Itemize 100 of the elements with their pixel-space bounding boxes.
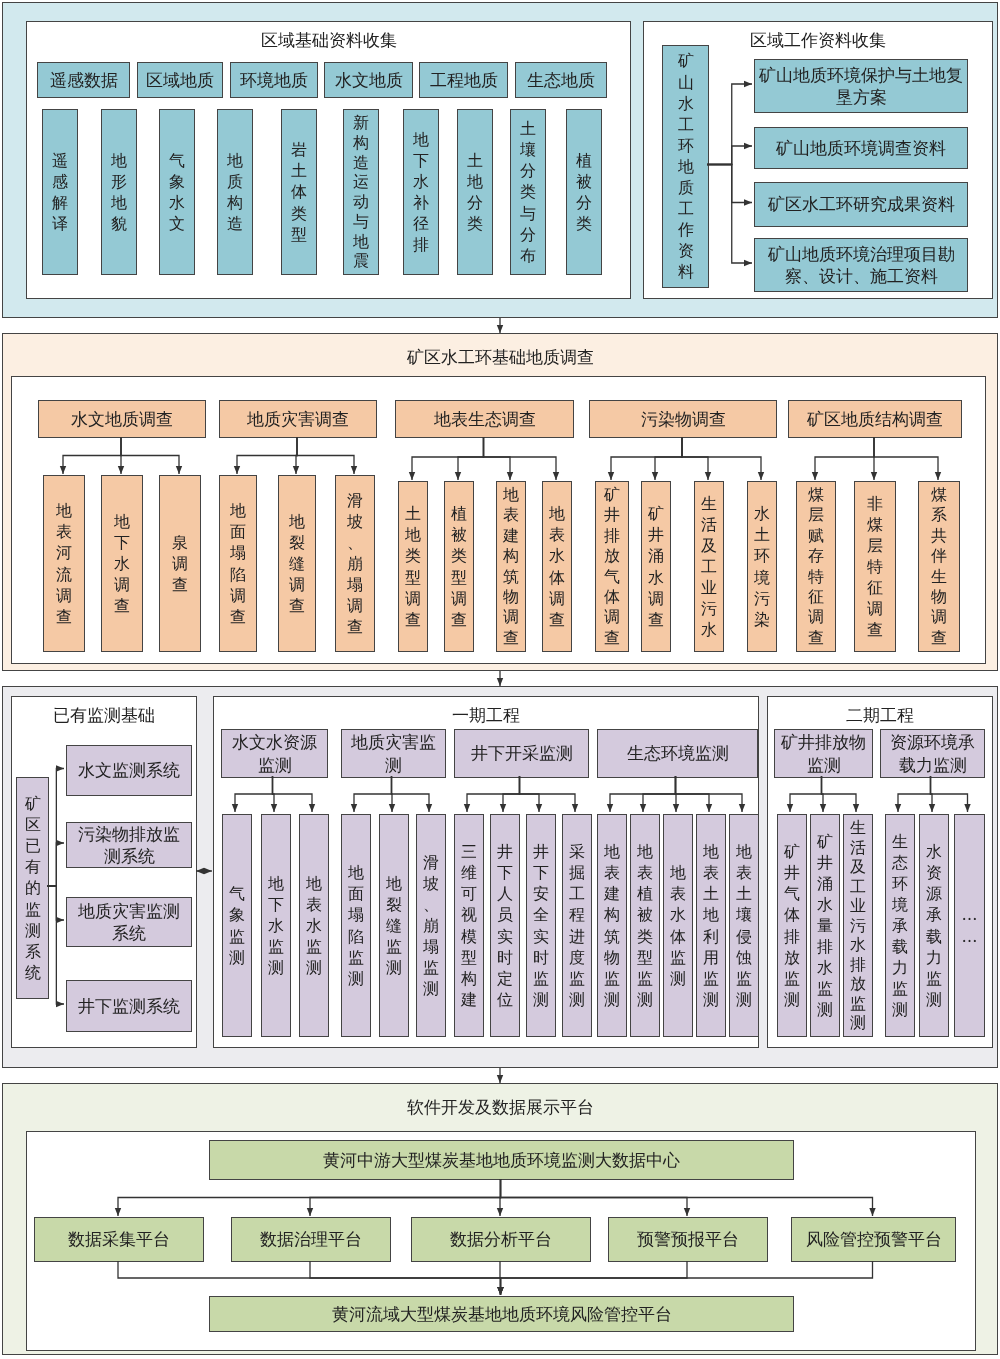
arrow bbox=[271, 775, 316, 813]
vertical-box: 地下水监测 bbox=[261, 814, 291, 1037]
process-box: 污染物调查 bbox=[589, 400, 777, 438]
process-box: 矿山地质环境治理项目勘察、设计、施工资料 bbox=[754, 238, 968, 292]
vertical-box: 矿井气体排放监测 bbox=[777, 814, 807, 1037]
process-box: 水文地质 bbox=[324, 62, 413, 98]
vertical-box: 地表水体监测 bbox=[663, 814, 693, 1037]
vertical-box: 矿山水工环地质工作资料 bbox=[662, 45, 709, 288]
panel bbox=[26, 21, 631, 299]
process-box: 生态环境监测 bbox=[597, 729, 758, 778]
arrow bbox=[497, 1260, 874, 1296]
vertical-box: 气象水文 bbox=[159, 109, 195, 275]
process-box: 地质灾害调查 bbox=[219, 400, 377, 438]
vertical-box: 生活及工业污水 bbox=[694, 481, 724, 652]
vertical-box: 植被类型调查 bbox=[444, 481, 474, 652]
vertical-box: 水资源承载力监测 bbox=[919, 814, 949, 1037]
vertical-box: 地表土壤侵蚀监测 bbox=[729, 814, 759, 1037]
section-band bbox=[2, 333, 998, 671]
vertical-box: 植被分类 bbox=[566, 109, 602, 275]
vertical-box: 地表水体调查 bbox=[542, 481, 572, 652]
vertical-box: 采掘工程进度监测 bbox=[562, 814, 592, 1037]
section-title: 矿区水工环基础地质调查 bbox=[406, 346, 594, 369]
vertical-box: 地面塌陷监测 bbox=[341, 814, 371, 1037]
panel-title: 一期工程 bbox=[452, 704, 520, 727]
process-box: 预警预报平台 bbox=[608, 1217, 768, 1262]
panel bbox=[643, 21, 993, 299]
vertical-box: 地面塌陷调查 bbox=[219, 475, 257, 652]
vertical-box: 生活及工业污水排放监测 bbox=[843, 814, 873, 1037]
vertical-box: 非煤层特征调查 bbox=[854, 481, 896, 652]
process-box: 地质灾害监测系统 bbox=[66, 897, 192, 947]
arrow bbox=[873, 436, 942, 481]
process-box: 矿山地质环境保护与土地复垦方案 bbox=[754, 59, 968, 113]
vertical-box: 气象监测 bbox=[222, 814, 252, 1037]
vertical-box: 矿区已有的监测系统 bbox=[16, 777, 49, 999]
process-box: 数据分析平台 bbox=[411, 1217, 591, 1262]
arrow bbox=[518, 775, 579, 813]
vertical-box: 煤系共伴生物调查 bbox=[918, 481, 960, 652]
process-box: 矿山地质环境调查资料 bbox=[754, 127, 968, 169]
vertical-box: 地表水监测 bbox=[299, 814, 329, 1037]
process-box: 矿区地质结构调查 bbox=[788, 400, 962, 438]
vertical-box: 矿井排放气体调查 bbox=[595, 481, 629, 652]
process-box: 数据采集平台 bbox=[34, 1217, 204, 1262]
panel bbox=[767, 696, 993, 1048]
process-box: 水文水资源监测 bbox=[221, 729, 328, 778]
double-arrow bbox=[195, 867, 213, 875]
process-box: 区域地质 bbox=[137, 62, 223, 98]
vertical-box: 新构造运动与地震 bbox=[343, 109, 379, 275]
vertical-box: 井下安全实时监测 bbox=[526, 814, 556, 1037]
vertical-box: 井下人员实时定位 bbox=[490, 814, 520, 1037]
arrow bbox=[296, 436, 358, 475]
arrow bbox=[496, 670, 504, 687]
process-box: 环境地质 bbox=[230, 62, 318, 98]
vertical-box: 地下水补径排 bbox=[403, 109, 439, 275]
section-band bbox=[2, 2, 998, 318]
vertical-box: 地形地貌 bbox=[101, 109, 137, 275]
arrow bbox=[496, 1067, 504, 1084]
vertical-box: 滑坡、崩塌监测 bbox=[416, 814, 446, 1037]
process-box: 黄河中游大型煤炭基地地质环境监测大数据中心 bbox=[209, 1140, 794, 1180]
vertical-box: 矿井涌水调查 bbox=[641, 481, 671, 652]
section-band bbox=[2, 1083, 998, 1355]
vertical-box: 土壤分类与分布 bbox=[510, 109, 546, 275]
vertical-box: 地下水调查 bbox=[101, 475, 143, 652]
vertical-box: 地质构造 bbox=[217, 109, 253, 275]
process-box: 地表生态调查 bbox=[395, 400, 574, 438]
vertical-box: 地表建构筑物调查 bbox=[496, 481, 526, 652]
arrow bbox=[499, 1178, 876, 1217]
process-box: 风险管控预警平台 bbox=[791, 1217, 956, 1262]
vertical-box: 地裂缝监测 bbox=[379, 814, 409, 1037]
arrow bbox=[820, 775, 860, 813]
panel-title: 区域工作资料收集 bbox=[750, 29, 886, 52]
arrow bbox=[706, 163, 753, 267]
vertical-box: 地表土地利用监测 bbox=[696, 814, 726, 1037]
process-box: 井下监测系统 bbox=[66, 980, 192, 1032]
process-box: 黄河流域大型煤炭基地地质环境风险管控平台 bbox=[209, 1296, 794, 1332]
panel bbox=[11, 696, 197, 1048]
vertical-box: 煤层赋存特征调查 bbox=[796, 481, 836, 652]
arrow bbox=[482, 436, 560, 481]
vertical-box: 土地分类 bbox=[457, 109, 493, 275]
vertical-box: 地裂缝调查 bbox=[278, 475, 316, 652]
vertical-box: 地表植被类型监测 bbox=[630, 814, 660, 1037]
vertical-box: 水土环境污染 bbox=[747, 481, 777, 652]
vertical-box: 土地类型调查 bbox=[398, 481, 428, 652]
panel bbox=[213, 696, 759, 1048]
vertical-box: 三维可视模型构建 bbox=[454, 814, 484, 1037]
process-box: 数据治理平台 bbox=[231, 1217, 391, 1262]
vertical-box: 地表建构筑物监测 bbox=[597, 814, 627, 1037]
section-title: 软件开发及数据展示平台 bbox=[406, 1096, 594, 1119]
vertical-box: 地表河流调查 bbox=[43, 475, 85, 652]
panel-title: 区域基础资料收集 bbox=[260, 29, 397, 52]
vertical-box: 泉调查 bbox=[159, 475, 201, 652]
arrow bbox=[681, 436, 765, 481]
process-box: 污染物排放监测系统 bbox=[66, 822, 192, 868]
panel-title: 已有监测基础 bbox=[53, 704, 155, 727]
section-band bbox=[2, 686, 998, 1068]
process-box: 资源环境承载力监测 bbox=[880, 729, 985, 778]
arrow bbox=[120, 436, 183, 475]
vertical-box: …… bbox=[954, 814, 985, 1037]
panel-title: 二期工程 bbox=[846, 704, 914, 727]
vertical-box: 岩土体类型 bbox=[281, 109, 317, 275]
process-box: 水文监测系统 bbox=[66, 745, 192, 796]
